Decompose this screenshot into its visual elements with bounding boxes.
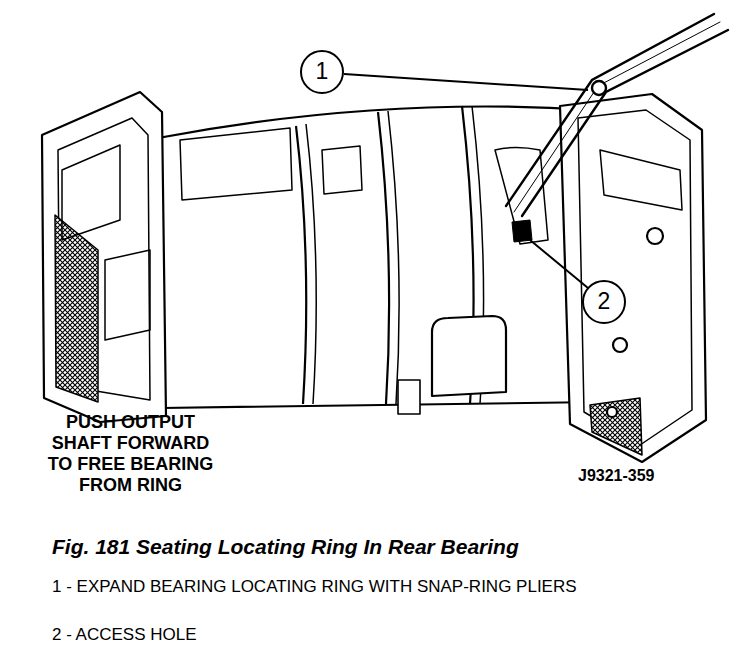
callout-number: 1 [302,58,342,86]
figure-caption: Fig. 181 Seating Locating Ring In Rear B… [52,534,712,559]
callout-number: 2 [584,288,624,316]
legend-line: 1 - EXPAND BEARING LOCATING RING WITH SN… [52,577,582,597]
legend-line: 2 - ACCESS HOLE [52,625,582,645]
instruction-note: PUSH OUTPUT SHAFT FORWARD TO FREE BEARIN… [38,412,223,496]
figure-code: J9321-359 [578,466,718,485]
